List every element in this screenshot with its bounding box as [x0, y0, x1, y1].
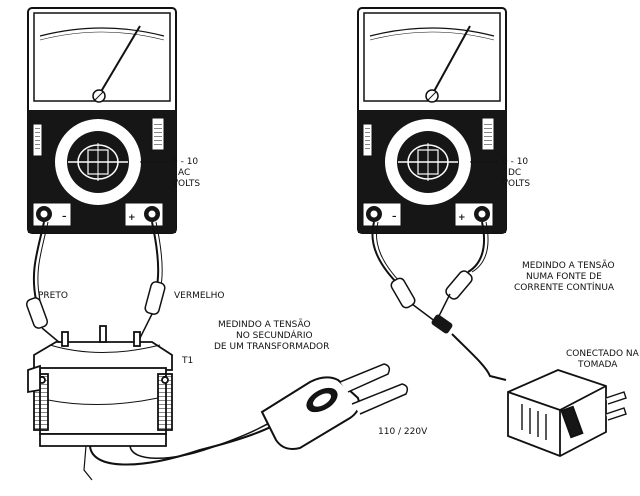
left-range-label-1: 0 - 10 — [172, 157, 198, 167]
lead-label-black: PRETO — [38, 291, 68, 301]
transformer-ref-label: T1 — [181, 356, 193, 366]
left-minus-label: – — [62, 212, 67, 222]
right-multimeter: – + — [357, 7, 507, 234]
left-plus-label: + — [128, 213, 136, 223]
left-multimeter: – + — [27, 7, 177, 234]
left-caption-line-1: MEDINDO A TENSÃO — [218, 319, 311, 330]
left-range-label-3: VOLTS — [172, 179, 200, 189]
adapter-label-line-2: TOMADA — [577, 360, 618, 370]
right-caption-line-3: CORRENTE CONTÍNUA — [514, 281, 615, 293]
right-caption-line-1: MEDINDO A TENSÃO — [522, 260, 615, 271]
right-range-label-1: 0 - 10 — [502, 157, 528, 167]
transformer-t1 — [27, 325, 173, 447]
left-meter-needle — [98, 25, 141, 96]
right-range-label-3: VOLTS — [502, 179, 530, 189]
right-range-label-2: DC — [508, 168, 521, 178]
right-meter-needle — [431, 25, 471, 96]
right-meter-window — [363, 12, 501, 102]
left-meter-window — [33, 12, 171, 102]
mains-plug — [260, 363, 409, 450]
lead-label-red: VERMELHO — [174, 291, 224, 301]
adapter-cable — [451, 333, 507, 381]
right-minus-label: – — [392, 212, 397, 222]
left-probe-red — [144, 281, 166, 315]
left-probe-black — [25, 297, 49, 329]
right-caption-line-2: NUMA FONTE DE — [526, 272, 602, 282]
right-scale-arc — [369, 27, 495, 37]
left-caption-line-2: NO SECUNDÁRIO — [236, 329, 313, 341]
right-test-leads — [371, 221, 489, 283]
mains-voltage-label: 110 / 220V — [378, 427, 428, 437]
left-scale-arc — [39, 27, 165, 37]
adapter-plug-connector — [431, 314, 453, 334]
right-probe-black — [390, 277, 416, 309]
left-range-label-2: AC — [178, 168, 190, 178]
adapter-label-line-1: CONECTADO NA — [566, 349, 640, 359]
wall-adapter — [507, 369, 627, 457]
right-plus-label: + — [458, 213, 466, 223]
left-caption-line-3: DE UM TRANSFORMADOR — [214, 342, 329, 352]
